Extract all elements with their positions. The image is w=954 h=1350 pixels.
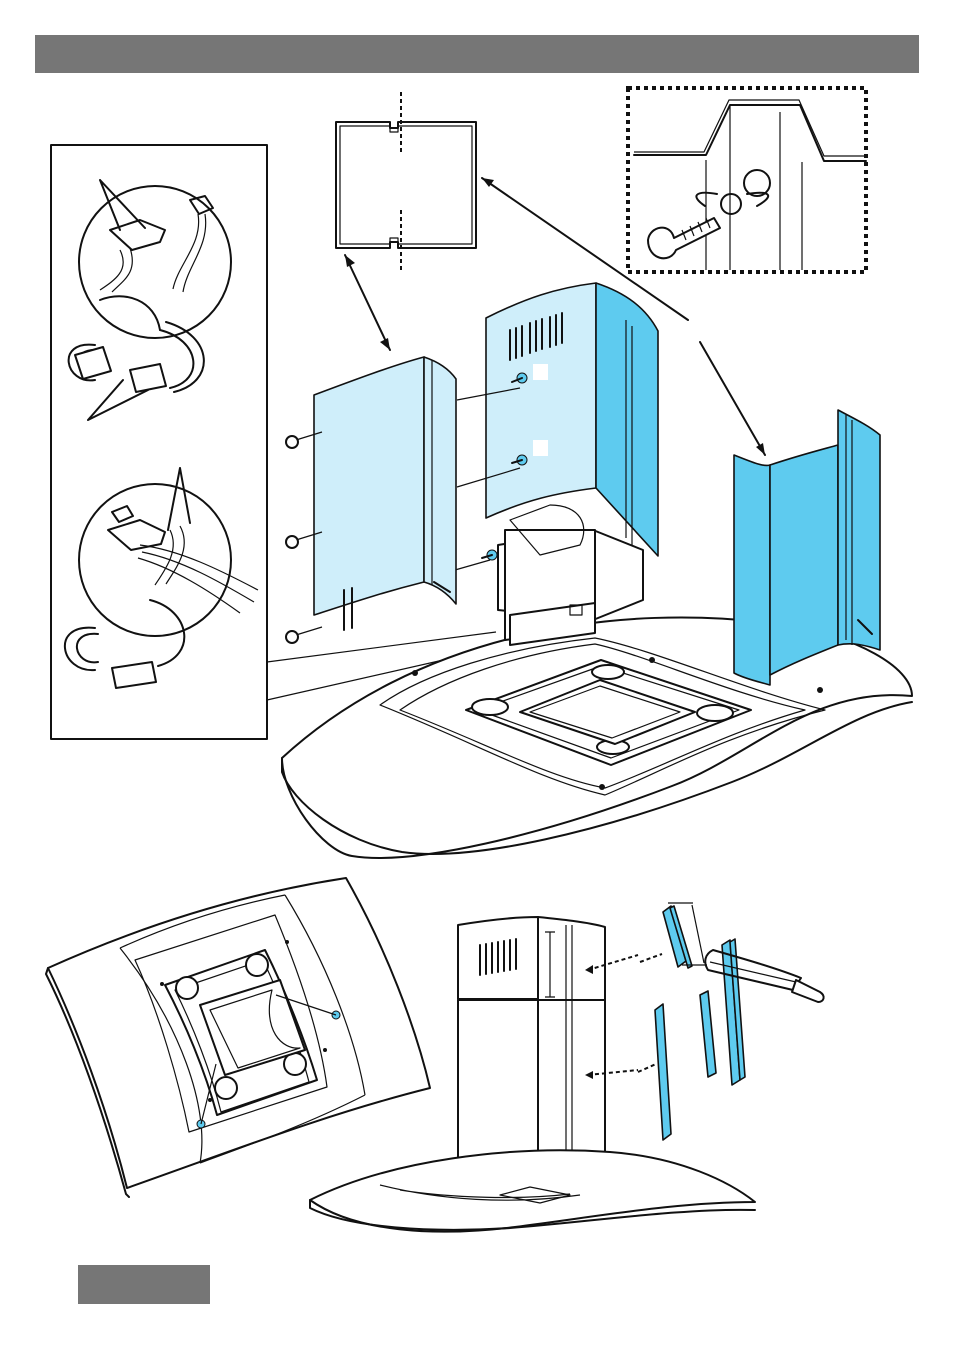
trim-cutting — [638, 903, 824, 1140]
screw-slot-detail — [628, 88, 866, 272]
rear-chimney-panel — [734, 410, 880, 685]
front-chimney-panel — [286, 357, 456, 643]
upper-chimney — [455, 283, 658, 570]
canopy-underside — [46, 878, 430, 1197]
vent-slots-small — [480, 939, 516, 975]
